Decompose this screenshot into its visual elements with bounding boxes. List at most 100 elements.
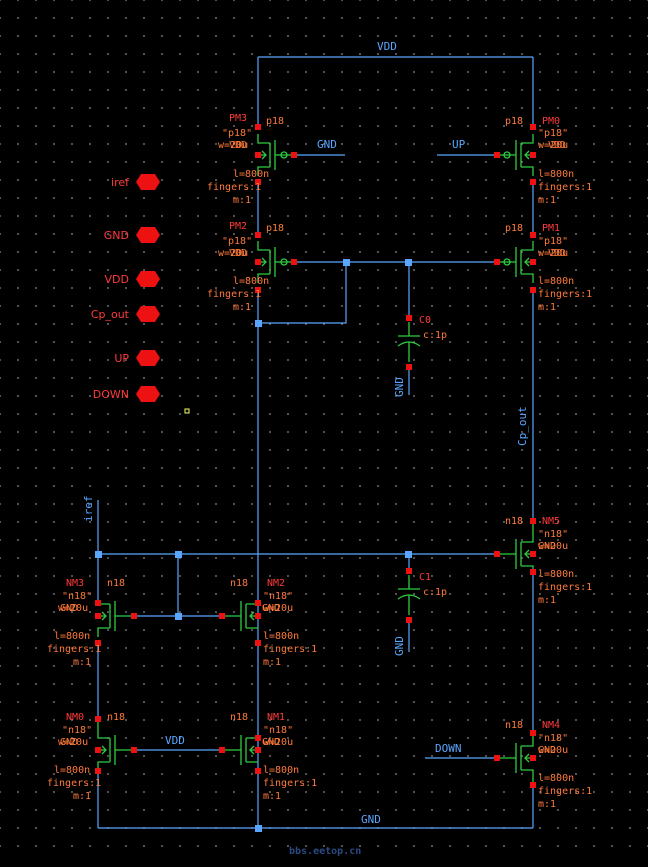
pin-drain (255, 735, 261, 741)
port-cp-out[interactable]: Cp_out (91, 306, 160, 322)
junction (95, 551, 102, 558)
device-body (97, 719, 134, 768)
port-vdd[interactable]: VDD (105, 271, 160, 287)
device-model: n18 (505, 720, 523, 731)
nmos-nm2[interactable]: NM2 n18 "n18" w=20u GND l=800n fingers:1… (219, 578, 317, 668)
pmos-pm2[interactable]: PM2 p18 "p18" w=20u VDD l=800n fingers:1… (207, 221, 297, 313)
pmos-pm3[interactable]: PM3 p18 "p18" w=20u VDD l=800n fingers:1… (207, 113, 297, 206)
pin-source (95, 768, 101, 774)
pin-bulk (255, 747, 261, 753)
device-qmodel: "n18" (263, 725, 293, 736)
wire-pm2-diode[interactable] (258, 262, 347, 324)
device-fingers: fingers:1 (47, 644, 101, 655)
device-body (397, 575, 421, 615)
port-label: DOWN (93, 388, 129, 401)
device-length: l=800n (538, 169, 574, 180)
port-iref[interactable]: iref (111, 174, 160, 190)
device-body (257, 134, 294, 176)
device-width: w=20u (263, 737, 293, 748)
device-bulk: VDD (548, 140, 566, 151)
gate-bubble (503, 151, 511, 159)
device-model: p18 (266, 223, 284, 234)
nmos-nm3[interactable]: NM3 n18 "n18" w=20u GND l=800n fingers:1… (47, 578, 137, 668)
device-model: n18 (107, 578, 125, 589)
pin-source (255, 640, 261, 646)
device-fingers: fingers:1 (263, 644, 317, 655)
pin-bulk (530, 551, 536, 557)
device-width: w=20u (218, 248, 248, 259)
nmos-nm1[interactable]: NM1 n18 "n18" w=20u GND l=800n fingers:1… (219, 712, 317, 802)
nmos-nm5[interactable]: NM5 n18 "n18" w=20u GND l=800n fingers:1… (494, 516, 592, 606)
junction (405, 259, 412, 266)
port-label: UP (114, 352, 129, 365)
device-mult: m:1 (538, 302, 556, 313)
pin-bulk (530, 755, 536, 761)
ports: iref GND VDD Cp_out UP DOWN (91, 174, 190, 414)
net-labels: VDD GND UP Cp_out GND iref GND VDD DOWN … (82, 40, 529, 826)
junctions (95, 259, 412, 832)
device-mult: m:1 (538, 595, 556, 606)
pin-source (530, 782, 536, 788)
gate-bubble (280, 151, 288, 159)
device-model: p18 (505, 116, 523, 127)
pin-top (406, 315, 412, 321)
capacitor-c0[interactable]: C0 c:1p (397, 315, 447, 370)
net-label-cp-out: Cp_out (516, 406, 529, 446)
device-qmodel: "n18" (263, 591, 293, 602)
capacitor-c1[interactable]: C1 c:1p (397, 568, 447, 623)
device-bulk: GND (60, 603, 78, 614)
device-bulk: GND (262, 603, 280, 614)
net-label-gnd-c1: GND (393, 636, 406, 656)
pin-bulk (95, 613, 101, 619)
gate-bubble (280, 258, 288, 266)
pin-source (95, 640, 101, 646)
device-bulk: VDD (229, 248, 247, 259)
junction (405, 551, 412, 558)
device-body (497, 733, 534, 782)
nmos-nm4[interactable]: NM4 n18 "n18" w=20u GND l=800n fingers:1… (494, 720, 592, 810)
device-mult: m:1 (263, 657, 281, 668)
device-model: n18 (505, 516, 523, 527)
pin-gate (291, 152, 297, 158)
pin-source (530, 232, 536, 238)
port-shape (136, 227, 160, 243)
port-gnd[interactable]: GND (104, 227, 160, 243)
device-length: l=800n (54, 631, 90, 642)
device-fingers: fingers:1 (538, 289, 592, 300)
net-label-down: DOWN (435, 742, 462, 755)
pin-gate (494, 551, 500, 557)
device-name: PM3 (229, 113, 247, 124)
pmos-pm1[interactable]: PM1 p18 "p18" w=20u VDD l=800n fingers:1… (494, 223, 592, 313)
pin-drain (95, 600, 101, 606)
watermark: bbs.eetop.cn (289, 846, 361, 857)
wire-vdd-rail[interactable] (257, 56, 534, 127)
device-qmodel: "n18" (62, 725, 92, 736)
net-label-up: UP (452, 138, 466, 151)
device-length: l=800n (54, 765, 90, 776)
port-down[interactable]: DOWN (93, 386, 160, 402)
junction (175, 551, 182, 558)
device-length: l=800n (233, 169, 269, 180)
pin-drain (530, 518, 536, 524)
pmos-pm0[interactable]: PM0 p18 "p18" w=20u VDD l=800n fingers:1… (494, 116, 592, 206)
device-width: w=20u (538, 248, 568, 259)
net-label-vdd: VDD (377, 40, 397, 53)
port-up[interactable]: UP (114, 350, 160, 366)
pin-source (530, 124, 536, 130)
device-length: l=800n (263, 765, 299, 776)
device-qmodel: "p18" (222, 236, 252, 247)
device-bulk: VDD (229, 140, 247, 151)
junction (255, 825, 262, 832)
device-mult: m:1 (233, 195, 251, 206)
device-bulk: GND (538, 541, 556, 552)
device-body (497, 521, 534, 572)
pin-drain (255, 600, 261, 606)
nmos-nm0[interactable]: NM0 n18 "n18" w=20u GND l=800n fingers:1… (47, 712, 137, 802)
device-value: c:1p (423, 330, 447, 341)
device-qmodel: "n18" (538, 529, 568, 540)
device-qmodel: "p18" (538, 236, 568, 247)
pin-source (255, 768, 261, 774)
device-model: n18 (230, 712, 248, 723)
